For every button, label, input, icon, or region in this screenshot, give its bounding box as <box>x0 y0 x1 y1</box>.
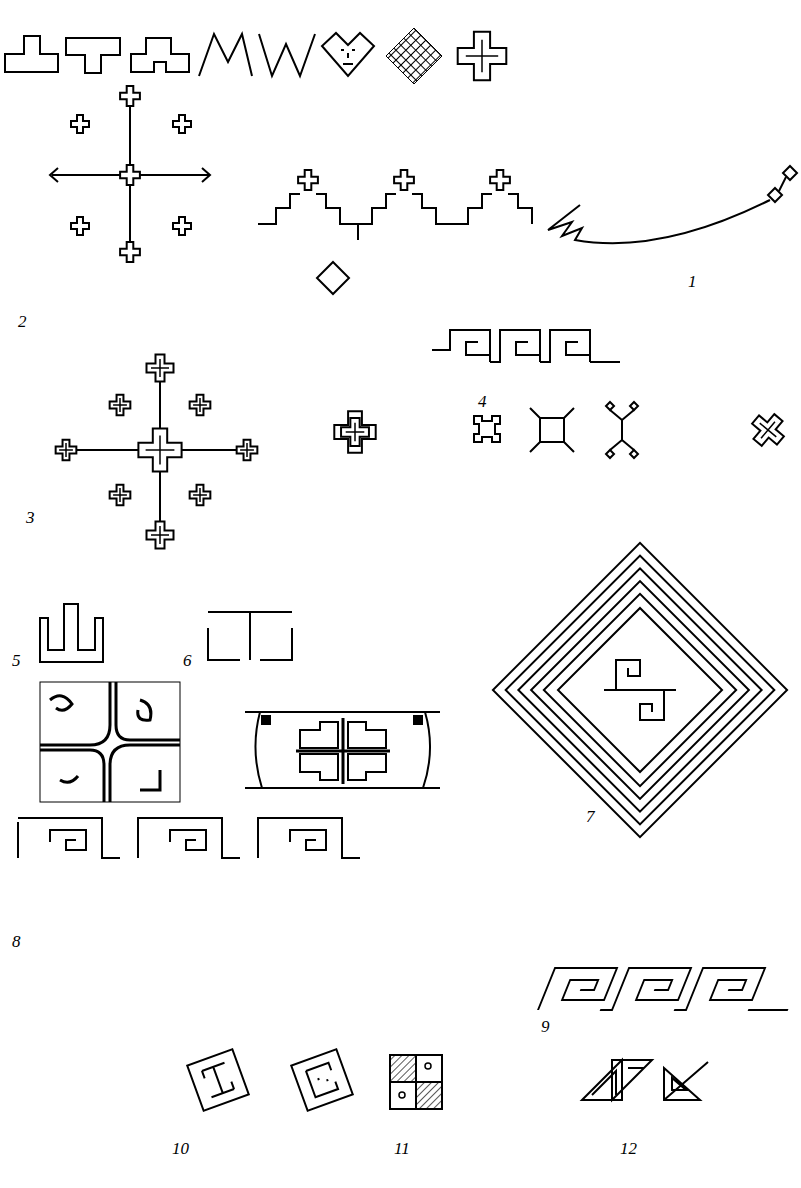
figure-number: 6 <box>183 652 192 669</box>
carving-photo <box>245 712 440 788</box>
figure-number: 5 <box>12 652 21 669</box>
cross-motif <box>490 170 510 190</box>
m-motif <box>199 34 252 76</box>
figure-number: 9 <box>541 1018 550 1035</box>
cross-motif <box>110 485 131 506</box>
face-motif <box>322 33 374 76</box>
cross-motif <box>190 395 211 416</box>
diamond-motif <box>630 402 638 410</box>
key-square <box>291 1049 353 1111</box>
cross-motif <box>120 86 140 106</box>
serpent-line <box>779 177 786 191</box>
serpent-line <box>548 200 770 243</box>
cross-motif <box>138 428 181 471</box>
cross-motif <box>745 407 791 453</box>
cross-motif <box>110 395 131 416</box>
spiral-motif <box>604 660 676 720</box>
figure-number: 10 <box>172 1140 189 1157</box>
figure-number: 1 <box>688 273 697 290</box>
cross-axes <box>50 100 210 250</box>
triangle-motif <box>582 1060 708 1100</box>
cross-motif <box>56 440 77 461</box>
cross-axes <box>70 372 245 535</box>
cross-motif <box>190 485 211 506</box>
diamond-motif <box>606 402 614 410</box>
spiked-square <box>530 408 574 452</box>
figure-number: 8 <box>12 933 21 950</box>
figure-number: 12 <box>620 1140 637 1157</box>
step-motif <box>5 36 58 72</box>
figure-number: 3 <box>26 509 35 526</box>
hatched-diamond <box>386 28 442 84</box>
meander-band <box>538 968 801 1010</box>
step-motif <box>131 38 189 72</box>
forked-motif <box>610 410 634 450</box>
cross-motif <box>120 165 140 185</box>
cross-motif <box>341 418 369 446</box>
cross-motif <box>237 440 258 461</box>
figure-number: 11 <box>394 1140 410 1157</box>
meander-band <box>18 818 360 858</box>
notched-square <box>474 416 500 442</box>
cross-motif <box>298 170 318 190</box>
cross-motif <box>147 522 174 549</box>
cross-motif <box>394 170 414 190</box>
cross-motif <box>458 32 507 81</box>
cross-motif <box>334 411 375 452</box>
diamond-motif <box>606 450 614 458</box>
key-square <box>187 1049 249 1111</box>
stepped-border <box>258 194 532 240</box>
figure-number: 7 <box>586 808 595 825</box>
cross-motif <box>71 217 89 235</box>
t-motif <box>208 612 292 660</box>
t-motif <box>66 38 120 73</box>
diamond-motif <box>630 450 638 458</box>
figure-number: 4 <box>478 393 487 410</box>
carving-photo <box>40 682 180 802</box>
figure-number: 2 <box>18 313 27 330</box>
nested-diamond <box>493 543 787 837</box>
checker-square <box>390 1055 442 1109</box>
cross-motif <box>173 217 191 235</box>
cross-motif <box>71 115 89 133</box>
step-motif <box>40 604 103 662</box>
w-motif <box>259 34 315 76</box>
cross-motif <box>173 115 191 133</box>
face-features <box>341 50 355 64</box>
meander-band <box>432 330 620 362</box>
diamond-motif <box>317 262 349 294</box>
cross-motif <box>120 242 140 262</box>
cross-motif <box>147 355 174 382</box>
